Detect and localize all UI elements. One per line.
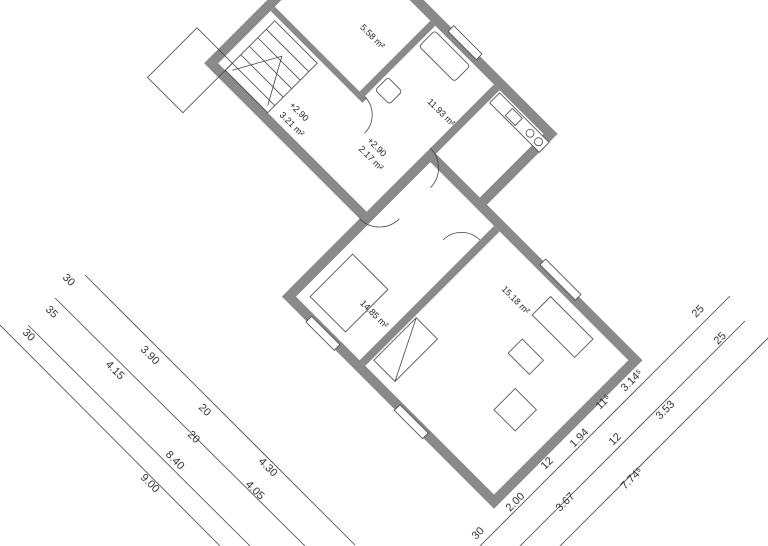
dim-left-2-d: 4.05 bbox=[243, 479, 267, 503]
wall-stair-bath bbox=[270, 6, 367, 103]
dim-left-4-a: 9.00 bbox=[138, 472, 162, 496]
dim-left-3-a: 30 bbox=[20, 327, 37, 344]
dim-left-3-b: 8.40 bbox=[163, 449, 187, 473]
wall-hall-bedroom bbox=[288, 218, 366, 296]
dim-right-2-c: 3.53 bbox=[654, 398, 678, 422]
stair-icon bbox=[224, 20, 318, 114]
window bbox=[305, 315, 341, 351]
wall-kitchen-bath bbox=[359, 20, 436, 97]
kitchen-counter bbox=[489, 92, 550, 153]
dim-right-1-f: 25 bbox=[690, 303, 707, 320]
dim-left-2-a: 35 bbox=[43, 304, 60, 321]
dim-left-1-c: 20 bbox=[196, 402, 213, 419]
dim-left-2-c: 20 bbox=[185, 429, 202, 446]
bed-icon bbox=[309, 253, 389, 333]
sofa-icon bbox=[531, 295, 594, 359]
dim-left-1-b: 3.90 bbox=[138, 344, 162, 368]
balcony bbox=[146, 27, 233, 114]
door-swing bbox=[430, 147, 439, 188]
table-icon bbox=[507, 338, 545, 375]
dim-right-3-a: 30 bbox=[470, 525, 487, 542]
dim-left-1-a: 30 bbox=[60, 272, 77, 289]
armchair-icon bbox=[493, 387, 538, 432]
washbasin-icon bbox=[375, 78, 402, 104]
building: 11.93 m² 5.58 m² +2.90 2.17 m² 15.18 m² … bbox=[146, 0, 643, 509]
dim-right-2-a: 3.67 bbox=[554, 490, 578, 514]
bathtub-icon bbox=[419, 31, 470, 81]
door-swing bbox=[442, 231, 481, 241]
dim-left-2-b: 4.15 bbox=[103, 359, 127, 383]
door-swing bbox=[364, 96, 373, 134]
window bbox=[393, 404, 429, 440]
dim-left-1-d: 4.30 bbox=[256, 456, 280, 480]
sink-icon bbox=[504, 107, 523, 127]
dim-right-2-d: 25 bbox=[712, 330, 729, 347]
dim-right-3-b: 7.74⁵ bbox=[619, 465, 646, 492]
wall-living-bedroom bbox=[359, 225, 500, 366]
dim-right-2-b: 12 bbox=[607, 431, 624, 448]
door-swing bbox=[359, 218, 400, 228]
window bbox=[447, 25, 483, 61]
window bbox=[539, 258, 582, 301]
wall-kitchen-hall bbox=[430, 84, 500, 154]
